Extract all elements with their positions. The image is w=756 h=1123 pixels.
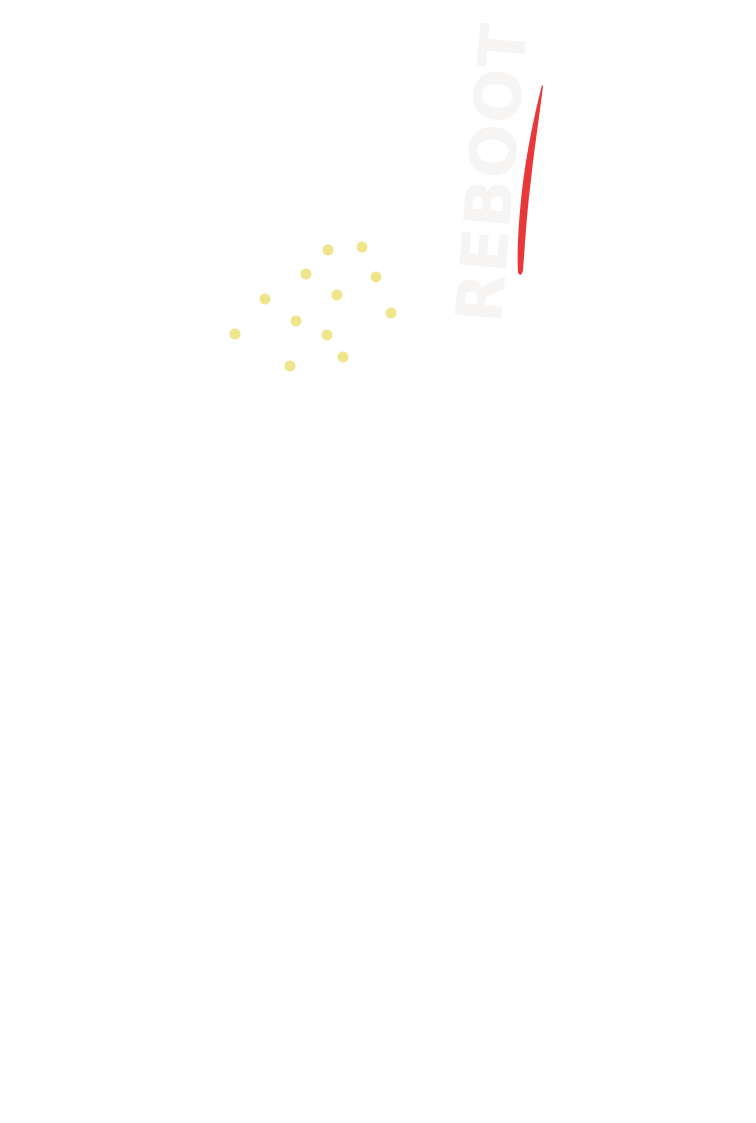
red-brush-stroke — [517, 85, 543, 275]
dot — [331, 289, 343, 301]
dot — [322, 244, 334, 256]
dot — [284, 360, 296, 372]
dot — [321, 329, 333, 341]
dot — [259, 293, 271, 305]
dot — [385, 307, 397, 319]
dot — [370, 271, 382, 283]
dot — [356, 241, 368, 253]
dot — [337, 351, 349, 363]
dot — [290, 315, 302, 327]
dot — [300, 268, 312, 280]
dot — [229, 328, 241, 340]
